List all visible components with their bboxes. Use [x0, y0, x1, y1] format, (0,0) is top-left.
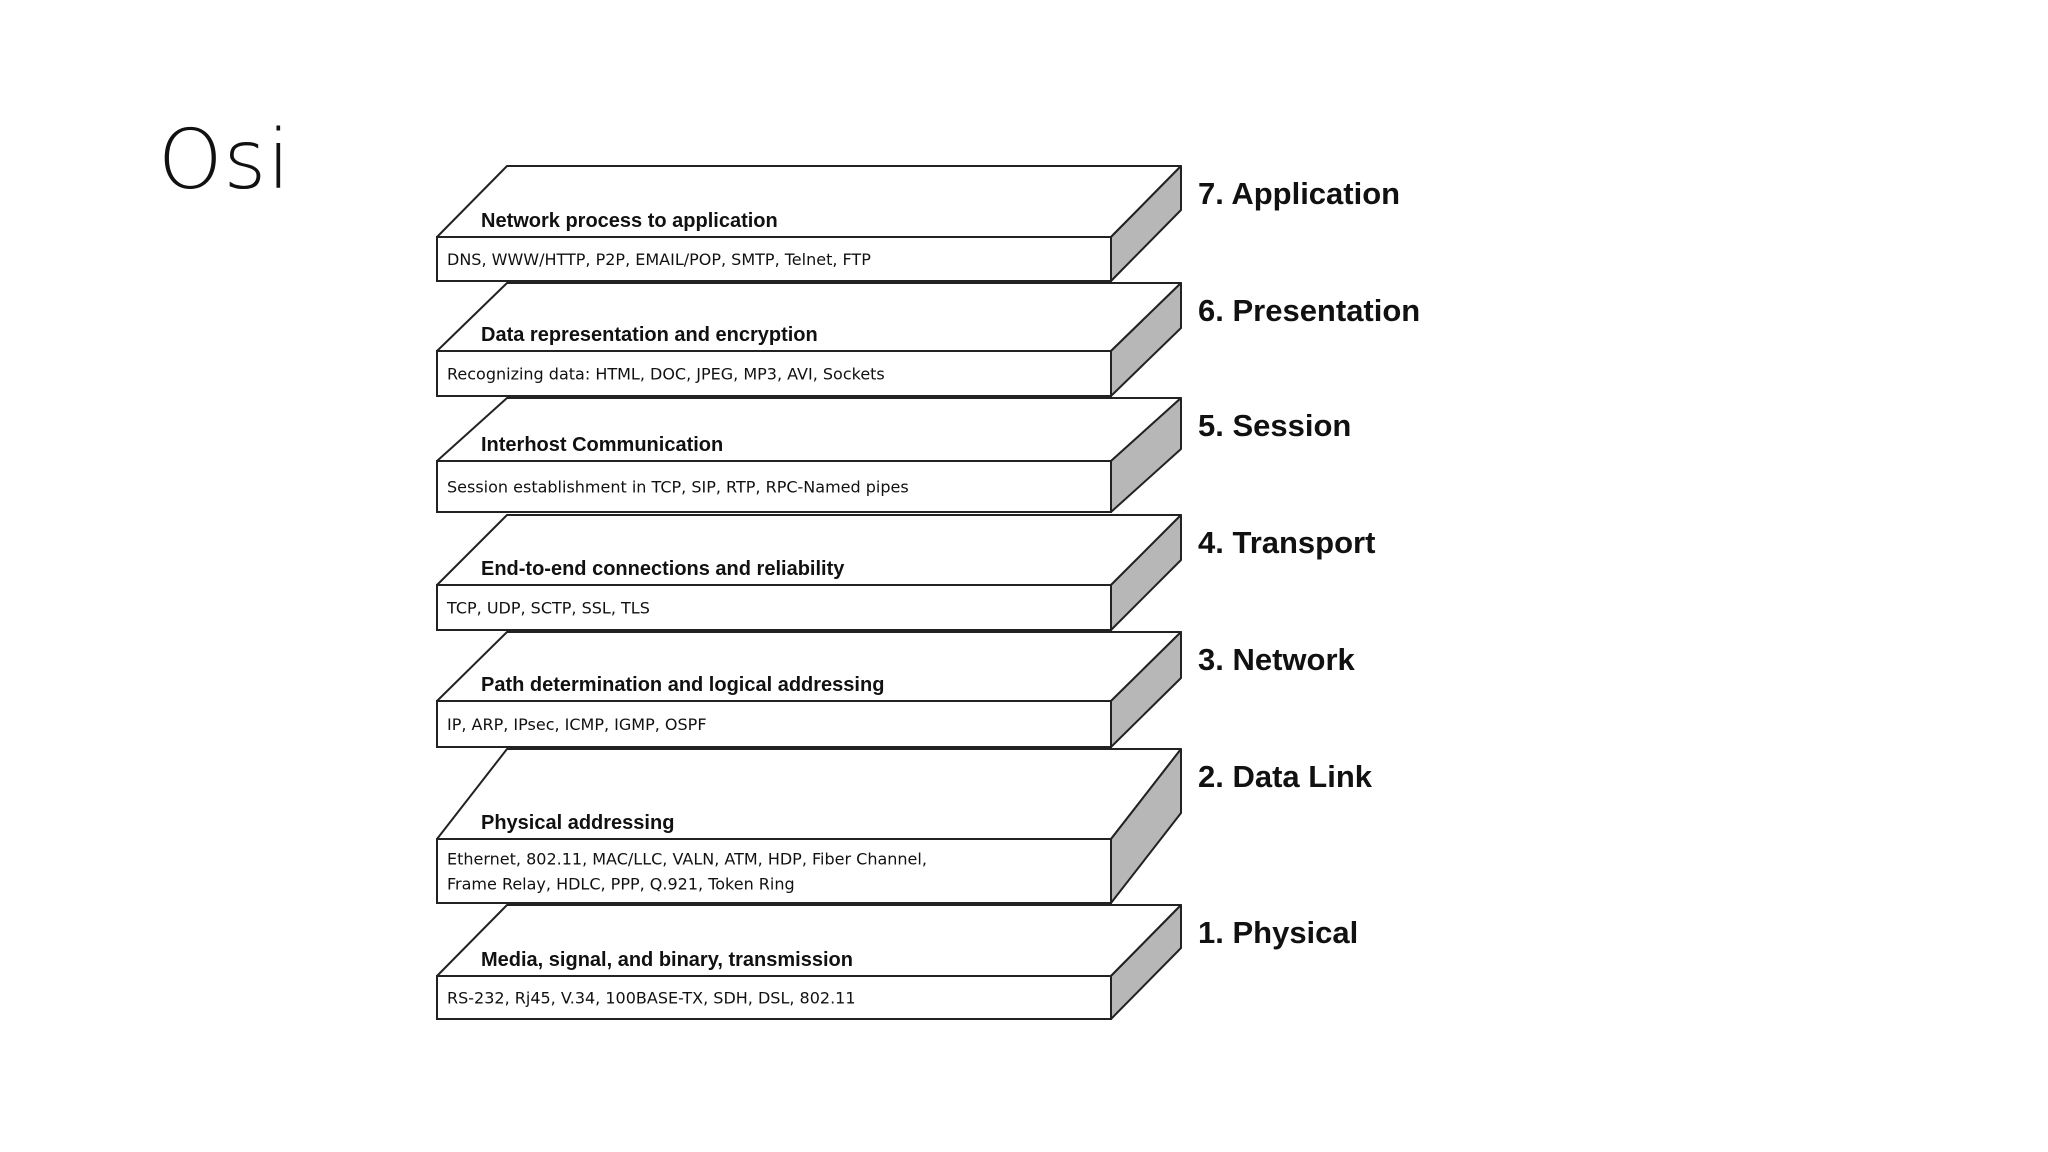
layer-3-front-face [436, 700, 1112, 748]
layer-7-function-label: Network process to application [481, 210, 778, 232]
layer-1-slab: Media, signal, and binary, transmissionR… [436, 904, 1358, 1020]
layer-4-front-face [436, 584, 1112, 631]
layer-4-slab: End-to-end connections and reliabilityTC… [436, 514, 1375, 631]
layer-1-name: 1. Physical [1198, 915, 1358, 950]
layer-2-function-label: Physical addressing [481, 812, 674, 834]
layer-2-front-face [436, 838, 1112, 904]
layer-6-protocols-text: Recognizing data: HTML, DOC, JPEG, MP3, … [447, 365, 885, 384]
layer-2-protocols-text: Frame Relay, HDLC, PPP, Q.921, Token Rin… [447, 875, 795, 894]
layer-5-function-label: Interhost Communication [481, 434, 723, 456]
layer-1-function-label: Media, signal, and binary, transmission [481, 949, 853, 971]
layer-5-front-face [436, 460, 1112, 513]
layer-7-protocols-text: DNS, WWW/HTTP, P2P, EMAIL/POP, SMTP, Tel… [447, 250, 871, 269]
layer-5-protocols-text: Session establishment in TCP, SIP, RTP, … [447, 478, 909, 497]
layer-3-name: 3. Network [1198, 642, 1356, 677]
layer-2-protocols-text: Ethernet, 802.11, MAC/LLC, VALN, ATM, HD… [447, 850, 927, 869]
layer-7-front-face [436, 236, 1112, 282]
layer-6-function-label: Data representation and encryption [481, 324, 818, 346]
layer-1-front-face [436, 975, 1112, 1020]
layer-3-function-label: Path determination and logical addressin… [481, 674, 884, 696]
layer-4-function-label: End-to-end connections and reliability [481, 558, 845, 580]
layer-7-name: 7. Application [1198, 176, 1400, 211]
layer-5-name: 5. Session [1198, 408, 1351, 443]
layer-3-protocols-text: IP, ARP, IPsec, ICMP, IGMP, OSPF [447, 715, 707, 734]
layer-1-protocols-text: RS-232, Rj45, V.34, 100BASE-TX, SDH, DSL… [447, 989, 856, 1008]
layer-2-name: 2. Data Link [1198, 759, 1373, 794]
layer-4-name: 4. Transport [1198, 525, 1375, 560]
layer-4-protocols-text: TCP, UDP, SCTP, SSL, TLS [446, 599, 650, 618]
layer-6-front-face [436, 350, 1112, 397]
layer-6-name: 6. Presentation [1198, 293, 1420, 328]
slide-title: Osi [158, 113, 292, 208]
layer-3-slab: Path determination and logical addressin… [436, 631, 1356, 748]
layer-6-slab: Data representation and encryptionRecogn… [436, 282, 1420, 397]
